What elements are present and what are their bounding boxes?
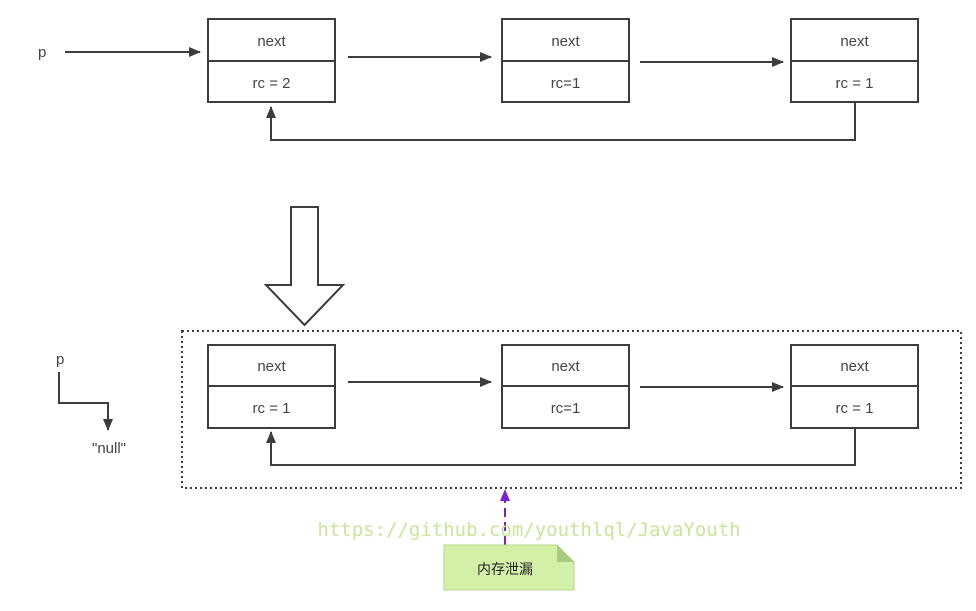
bottom-back-arrow-3-to-1 [266, 428, 856, 466]
top-node-1-next: next [257, 33, 286, 50]
top-node-1-rc: rc = 2 [253, 75, 291, 92]
note-folded-corner [557, 545, 574, 562]
bottom-node-1-next: next [257, 358, 286, 375]
note-body [443, 544, 575, 591]
null-label: "null" [92, 440, 126, 457]
watermark-url: https://github.com/youthlql/JavaYouth [317, 519, 740, 541]
top-node-2-rc: rc=1 [551, 75, 581, 92]
top-back-arrow-3-to-1 [266, 102, 856, 141]
bottom-node-2-rc: rc=1 [551, 400, 581, 417]
bottom-node-2-next: next [551, 358, 580, 375]
transition-down-arrow [263, 206, 346, 327]
bottom-pointer-arrow [58, 372, 113, 431]
top-node-1: next rc = 2 [207, 18, 336, 103]
bottom-node-1: next rc = 1 [207, 344, 336, 429]
top-node-3: next rc = 1 [790, 18, 919, 103]
bottom-pointer-label: p [56, 351, 64, 368]
bottom-node-3-rc: rc = 1 [836, 400, 874, 417]
bottom-node-3-next: next [840, 358, 869, 375]
leaked-cycle-boundary [181, 330, 962, 489]
memory-leak-label: 内存泄漏 [477, 562, 533, 578]
top-node-2: next rc=1 [501, 18, 630, 103]
top-node-3-rc: rc = 1 [836, 75, 874, 92]
memory-leak-note: 内存泄漏 [443, 544, 575, 591]
bottom-node-1-rc: rc = 1 [253, 400, 291, 417]
top-node-3-next: next [840, 33, 869, 50]
top-pointer-label: p [38, 44, 46, 61]
bottom-node-2: next rc=1 [501, 344, 630, 429]
bottom-node-3: next rc = 1 [790, 344, 919, 429]
top-node-2-next: next [551, 33, 580, 50]
